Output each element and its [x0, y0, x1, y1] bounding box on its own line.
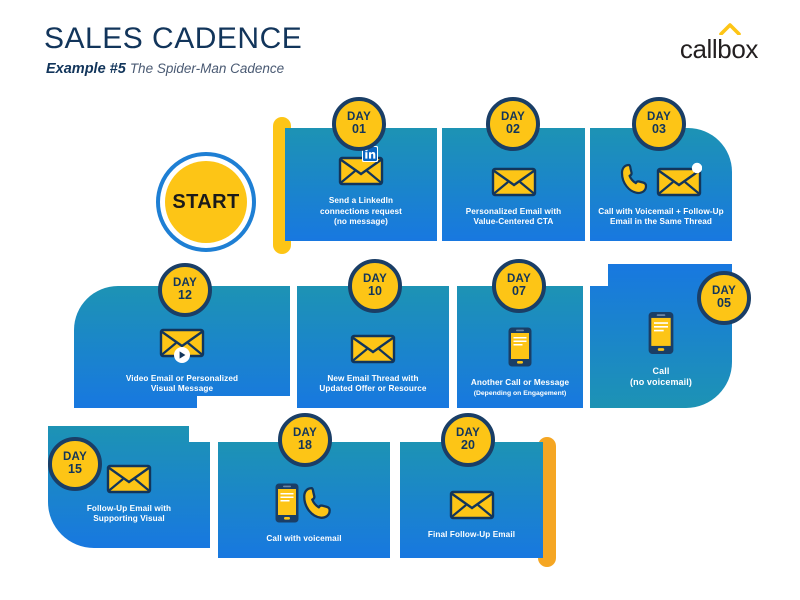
start-label: START	[165, 161, 247, 243]
day-number: 20	[461, 438, 475, 453]
smartphone-icon	[648, 311, 674, 354]
card-icons	[647, 310, 675, 356]
smartphone-icon	[508, 327, 532, 367]
step-card-day-20[interactable]: Final Follow-Up Email	[400, 442, 543, 558]
chevron-up-icon	[719, 23, 741, 35]
day-number: 01	[352, 122, 366, 137]
card-notch-day-05	[590, 264, 608, 286]
card-label: New Email Thread with Updated Offer or R…	[319, 373, 427, 393]
card-notch-day-12	[197, 396, 290, 410]
day-number: 12	[178, 288, 192, 303]
card-sublabel: (Depending on Engagement)	[473, 389, 567, 397]
envelope-icon	[491, 167, 536, 196]
card-content: Send a LinkedIn connections request (no …	[285, 146, 437, 227]
card-label: Video Email or Personalized Visual Messa…	[125, 373, 239, 393]
card-label: Follow-Up Email with Supporting Visual	[86, 503, 172, 523]
day-word: DAY	[346, 111, 372, 124]
card-content: Another Call or Message (Depending on En…	[457, 326, 583, 398]
envelope-icon	[106, 464, 152, 493]
envelope-icon	[449, 490, 494, 519]
card-icons	[507, 326, 533, 368]
envelope-video-icon	[159, 328, 205, 363]
day-word: DAY	[646, 111, 672, 124]
day-badge-20: DAY 20	[441, 413, 495, 467]
card-content: Call with Voicemail + Follow-Up Email in…	[590, 161, 732, 228]
card-label: Send a LinkedIn connections request (no …	[320, 196, 402, 226]
day-badge-15: DAY 15	[48, 437, 102, 491]
day-word: DAY	[711, 285, 737, 298]
card-icons	[338, 146, 384, 186]
card-icons	[159, 324, 205, 364]
card-content: Video Email or Personalized Visual Messa…	[74, 324, 290, 395]
linkedin-badge-icon	[362, 146, 378, 163]
day-number: 10	[368, 284, 382, 299]
envelope-notification-icon	[656, 162, 702, 196]
card-label: Final Follow-Up Email	[427, 529, 516, 539]
card-label: Call (no voicemail)	[630, 365, 692, 387]
phone-handset-icon	[303, 486, 331, 519]
day-badge-10: DAY 10	[348, 259, 402, 313]
card-icons	[350, 328, 396, 364]
card-content: New Email Thread with Updated Offer or R…	[297, 328, 449, 395]
day-badge-02: DAY 02	[486, 97, 540, 151]
card-content: Final Follow-Up Email	[400, 484, 543, 540]
day-number: 02	[506, 122, 520, 137]
day-badge-03: DAY 03	[632, 97, 686, 151]
day-number: 18	[298, 438, 312, 453]
card-label: Call with voicemail	[266, 533, 342, 543]
card-icons	[449, 484, 495, 520]
day-word: DAY	[292, 427, 318, 440]
card-icons	[106, 458, 152, 494]
day-badge-18: DAY 18	[278, 413, 332, 467]
smartphone-icon	[275, 483, 299, 523]
day-word: DAY	[455, 427, 481, 440]
page-title: SALES CADENCE	[44, 22, 303, 55]
envelope-icon	[350, 334, 396, 363]
card-content: Follow-Up Email with Supporting Visual	[48, 458, 210, 525]
card-label: Personalized Email with Value-Centered C…	[465, 206, 562, 226]
day-number: 15	[68, 462, 82, 477]
card-icons	[620, 161, 702, 197]
day-badge-05: DAY 05	[697, 271, 751, 325]
card-content: Call with voicemail	[218, 482, 390, 544]
day-badge-07: DAY 07	[492, 259, 546, 313]
day-word: DAY	[62, 451, 88, 464]
phone-handset-icon	[620, 163, 648, 194]
subtitle-description: The Spider-Man Cadence	[129, 61, 285, 76]
day-badge-01: DAY 01	[332, 97, 386, 151]
day-number: 03	[652, 122, 666, 137]
card-notch-day-15	[189, 426, 210, 442]
day-number: 07	[512, 284, 526, 299]
day-number: 05	[717, 296, 731, 311]
logo-text: callbox	[679, 34, 759, 64]
day-word: DAY	[506, 273, 532, 286]
card-content: Call (no voicemail)	[590, 310, 732, 389]
card-icons	[491, 161, 537, 197]
card-icons	[274, 482, 334, 524]
card-notch-day-03	[690, 241, 732, 263]
card-content: Personalized Email with Value-Centered C…	[442, 161, 585, 228]
card-label: Another Call or Message	[470, 378, 570, 388]
callbox-logo[interactable]: callbox	[679, 23, 759, 65]
card-label: Call with Voicemail + Follow-Up Email in…	[598, 206, 724, 226]
subtitle-example: Example #5	[46, 61, 126, 77]
day-word: DAY	[172, 277, 198, 290]
day-word: DAY	[362, 273, 388, 286]
day-badge-12: DAY 12	[158, 263, 212, 317]
envelope-icon	[338, 157, 384, 186]
start-circle: START	[156, 152, 256, 252]
day-word: DAY	[500, 111, 526, 124]
